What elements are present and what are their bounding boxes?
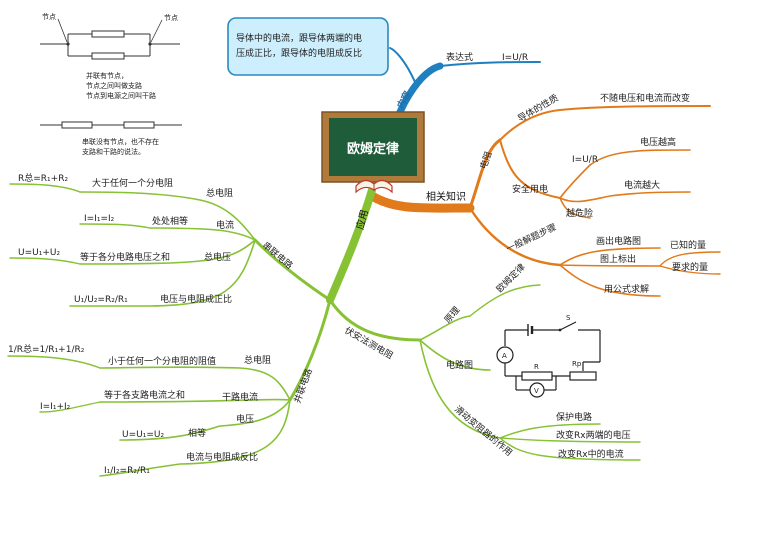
central-title: 欧姆定律 (347, 141, 399, 157)
book-icon (355, 179, 393, 194)
series-total-r-desc: 大于任何一个分电阻 (92, 177, 173, 189)
voltage-higher: 电压越高 (640, 136, 676, 148)
parallel-voltage-formula: U=U₁=U₂ (122, 430, 164, 440)
parallel-ratio-formula: I₁/I₂=R₂/R₁ (104, 466, 150, 476)
voltmeter-label: V (534, 387, 539, 395)
voltammetry-circuit: S A R Rp V (496, 314, 601, 398)
series-label: 串联电路 (260, 239, 295, 271)
series-current-formula: I=I₁=I₂ (84, 214, 115, 224)
rheostat-role-label: 滑动变阻器的作用 (452, 403, 515, 458)
solving-solve: 用公式求解 (604, 283, 649, 295)
parallel-trunk-formula: I=I₁+I₂ (40, 402, 71, 412)
sketch-series-note-1: 串联没有节点，也不存在 (82, 137, 159, 146)
safety-label: 安全用电 (512, 183, 548, 195)
series-current-desc: 处处相等 (152, 215, 188, 227)
rheostat-label: Rp (572, 360, 582, 368)
application-branch: 应用 串联电路 大于任何一个分电阻 总电阻 R总=R₁+R₂ 处处相等 电流 I… (7, 172, 641, 477)
parallel-voltage-desc: 相等 (188, 427, 206, 439)
parallel-trunk-desc: 等于各支路电流之和 (104, 389, 185, 401)
sketch-node-right: 节点 (164, 14, 178, 22)
circuit-label: 电路图 (446, 359, 473, 371)
role-current: 改变Rx中的电流 (558, 448, 624, 460)
related-label: 相关知识 (426, 190, 466, 203)
role-voltage: 改变Rx两端的电压 (556, 429, 631, 441)
property-label: 导体的性质 (516, 92, 561, 125)
resistor-icon (521, 371, 553, 381)
voltmeter-icon (529, 382, 545, 398)
voltammetry-label: 伏安法测电阻 (343, 324, 396, 361)
sketch-parallel-note-1: 并联有节点， (86, 71, 128, 80)
expression-label: 表达式 (446, 51, 473, 63)
solving-mark: 图上标出 (600, 253, 636, 265)
parallel-total-r-label: 总电阻 (244, 354, 271, 366)
series-voltage-formula: U=U₁+U₂ (18, 248, 60, 258)
role-protect: 保护电路 (556, 411, 592, 423)
series-total-r-formula: R总=R₁+R₂ (18, 172, 68, 184)
content-box: 导体中的电流，跟导体两端的电 压成正比，跟导体的电阻成反比 (227, 17, 389, 76)
sketch-parallel-note-2: 节点之间叫做支路 (86, 81, 142, 90)
parallel-label: 并联电路 (291, 367, 315, 405)
series-total-r-label: 总电阻 (206, 187, 233, 199)
sketch-series-note-2: 支路和干路的说法。 (82, 147, 145, 156)
series-current-label: 电流 (216, 219, 234, 231)
content-branch: 内容 表达式 I=U/R (389, 47, 541, 116)
principle-label: 原理 (442, 305, 462, 326)
principle-value: 欧姆定律 (494, 261, 528, 295)
expression-value: I=U/R (502, 53, 528, 63)
parallel-ratio-desc: 电流与电阻成反比 (186, 451, 258, 463)
series-ratio-desc: 电压与电阻成正比 (160, 293, 232, 305)
resistance-label: 电阻 (477, 150, 494, 171)
more-danger: 越危险 (566, 207, 593, 219)
rheostat-icon (569, 371, 597, 381)
sketch-parallel-note-3: 节点到电源之间叫干路 (86, 91, 156, 100)
series-voltage-label: 总电压 (204, 251, 231, 263)
parallel-total-r-formula: 1/R总=1/R₁+1/R₂ (8, 343, 85, 355)
ammeter-label: A (502, 352, 507, 360)
parallel-trunk-label: 干路电流 (222, 391, 258, 403)
sketch-node-left: 节点 (42, 13, 56, 21)
application-label: 应用 (353, 208, 371, 231)
series-voltage-desc: 等于各分电路电压之和 (80, 251, 170, 263)
resistor-label: R (534, 363, 539, 371)
solving-draw: 画出电路图 (596, 235, 641, 247)
property-value: 不随电压和电流而改变 (600, 92, 690, 104)
safety-formula: I=U/R (572, 155, 598, 165)
parallel-voltage-label: 电压 (236, 413, 254, 425)
circuit-sketch: 节点 节点 并联有节点， 节点之间叫做支路 节点到电源之间叫干路 串联没有节点，… (40, 13, 182, 156)
solving-known: 已知的量 (670, 239, 706, 251)
solving-wanted: 要求的量 (672, 261, 708, 273)
current-larger: 电流越大 (624, 179, 660, 191)
solving-label: 一般解题步骤 (504, 221, 558, 255)
central-topic: 欧姆定律 (321, 111, 425, 194)
parallel-total-r-desc: 小于任何一个分电阻的阻值 (108, 355, 216, 367)
content-box-line-2: 压成正比，跟导体的电阻成反比 (236, 47, 362, 59)
content-box-line-1: 导体中的电流，跟导体两端的电 (236, 32, 362, 44)
series-ratio-formula: U₁/U₂=R₂/R₁ (74, 295, 128, 305)
switch-label: S (566, 314, 571, 322)
